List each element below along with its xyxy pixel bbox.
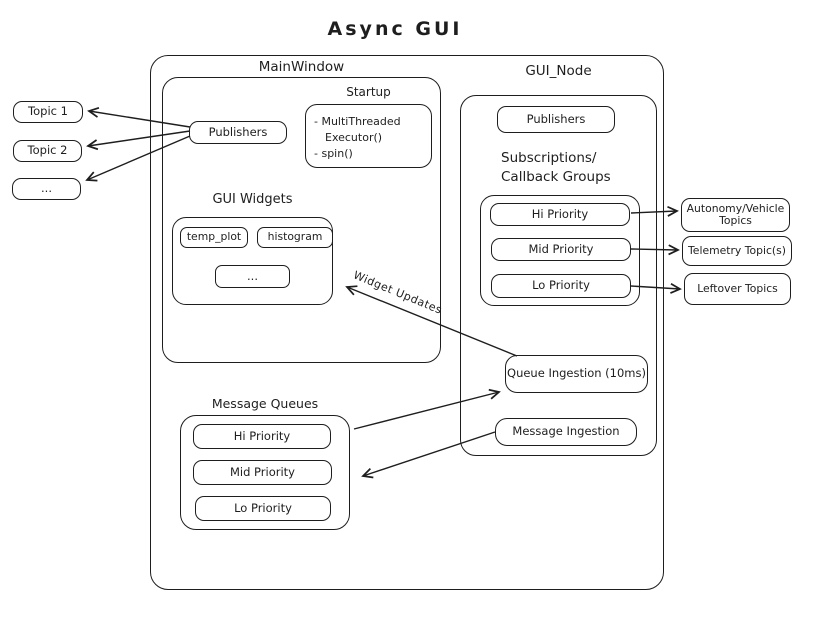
startup-line-2: Executor() — [325, 131, 383, 144]
autonomy-topics-box: Autonomy/Vehicle Topics — [681, 198, 790, 232]
topic-more-box: ... — [12, 178, 81, 200]
topic-2-box: Topic 2 — [13, 140, 82, 162]
mq-hi-priority: Hi Priority — [193, 424, 331, 449]
message-queues-label: Message Queues — [211, 396, 319, 411]
queue-ingestion-box: Queue Ingestion (10ms) — [505, 355, 648, 393]
startup-line-3: - spin() — [314, 147, 353, 160]
widget-histogram: histogram — [257, 227, 333, 248]
widget-more: ... — [215, 265, 290, 288]
guinode-publishers-box: Publishers — [497, 106, 615, 133]
main-window-label: MainWindow — [258, 59, 345, 75]
gui-node-label: GUI_Node — [525, 63, 592, 79]
message-queues-box — [180, 415, 350, 530]
telemetry-topics-box: Telemetry Topic(s) — [682, 236, 792, 266]
startup-lines: - MultiThreaded Executor() - spin() — [314, 114, 429, 162]
diagram-title: Async GUI — [327, 18, 463, 40]
subscriptions-label: Subscriptions/ Callback Groups — [501, 149, 651, 187]
widget-temp-plot: temp_plot — [180, 227, 248, 248]
sub-lo-priority: Lo Priority — [491, 274, 631, 298]
gui-widgets-label: GUI Widgets — [212, 192, 293, 207]
startup-line-1: - MultiThreaded — [314, 115, 401, 128]
startup-box — [305, 104, 432, 168]
subscriptions-label-line-2: Callback Groups — [501, 169, 611, 185]
gui-node-box — [460, 95, 657, 456]
subscriptions-label-line-1: Subscriptions/ — [501, 150, 597, 166]
mq-lo-priority: Lo Priority — [195, 496, 331, 521]
startup-label: Startup — [346, 85, 391, 99]
message-ingestion-box: Message Ingestion — [495, 418, 637, 446]
sub-hi-priority: Hi Priority — [490, 203, 630, 226]
mainwindow-publishers-box: Publishers — [189, 121, 287, 144]
leftover-topics-box: Leftover Topics — [684, 273, 791, 305]
main-window-box — [162, 77, 441, 363]
outer-boundary — [150, 55, 664, 590]
sub-mid-priority: Mid Priority — [491, 238, 631, 261]
gui-widgets-box — [172, 217, 333, 305]
topic-1-box: Topic 1 — [13, 101, 83, 123]
mq-mid-priority: Mid Priority — [193, 460, 332, 485]
